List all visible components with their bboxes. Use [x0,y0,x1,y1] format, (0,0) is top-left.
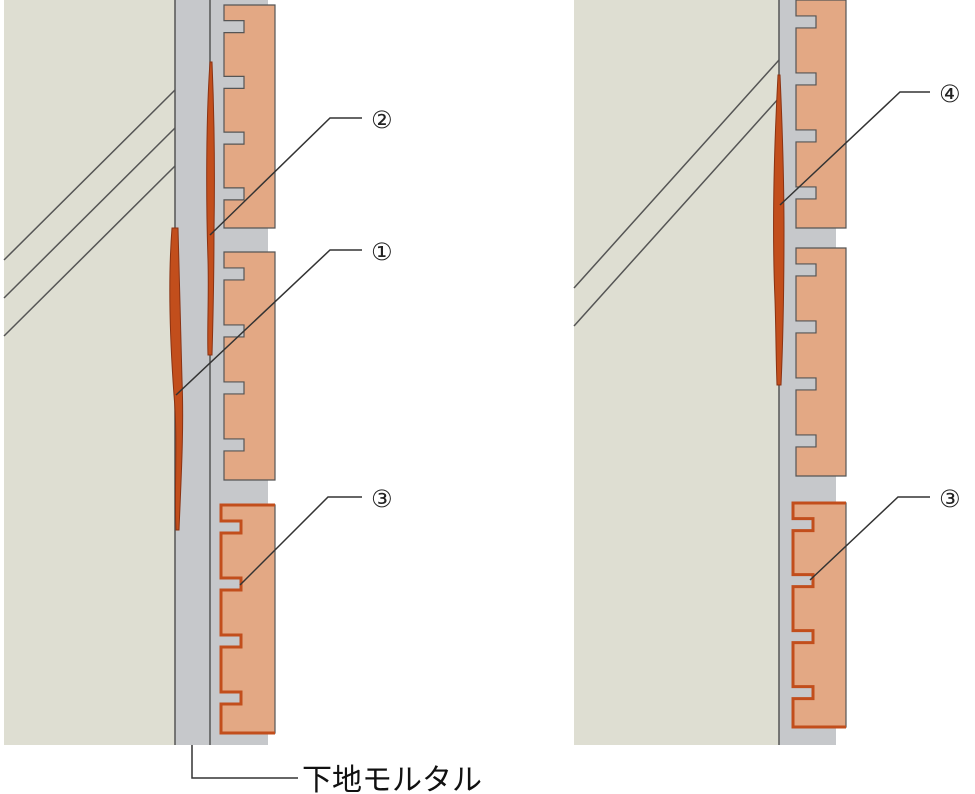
right-crack-4 [773,74,785,386]
leader-base-mortar [191,745,298,779]
leader-1 [175,249,362,396]
left-concrete-hatch [3,89,176,337]
left-crack-2 [206,61,215,356]
label-base-mortar: 下地モルタル [302,763,482,794]
left-leaders [175,117,362,586]
left-tile-top [223,4,276,229]
left-base-mortar [175,0,210,745]
right-concrete-hatch [573,59,780,327]
left-crack-1 [169,227,184,531]
right-tiles [791,0,847,729]
right-tile-top [795,0,847,229]
right-section: ④ ③ [573,0,961,745]
left-section: ① ② ③ 下地モルタル [3,0,482,794]
right-tile-bottom-delamination-line [791,501,846,729]
leader-3-left [239,496,362,586]
left-tiles [219,4,276,735]
left-tile-bottom-delamination-line [219,503,275,735]
leader-3-right [809,496,930,581]
right-leaders [779,91,930,581]
left-concrete [4,0,175,745]
label-circled-2: ② [371,107,393,134]
leader-2 [209,117,362,236]
label-circled-3-right: ③ [939,486,961,513]
right-tile-middle [795,247,847,477]
label-circled-4: ④ [939,81,961,108]
right-concrete [574,0,779,745]
leader-4 [779,91,930,206]
left-tile-middle [223,251,276,481]
label-circled-1: ① [371,239,393,266]
label-circled-3-left: ③ [371,486,393,513]
